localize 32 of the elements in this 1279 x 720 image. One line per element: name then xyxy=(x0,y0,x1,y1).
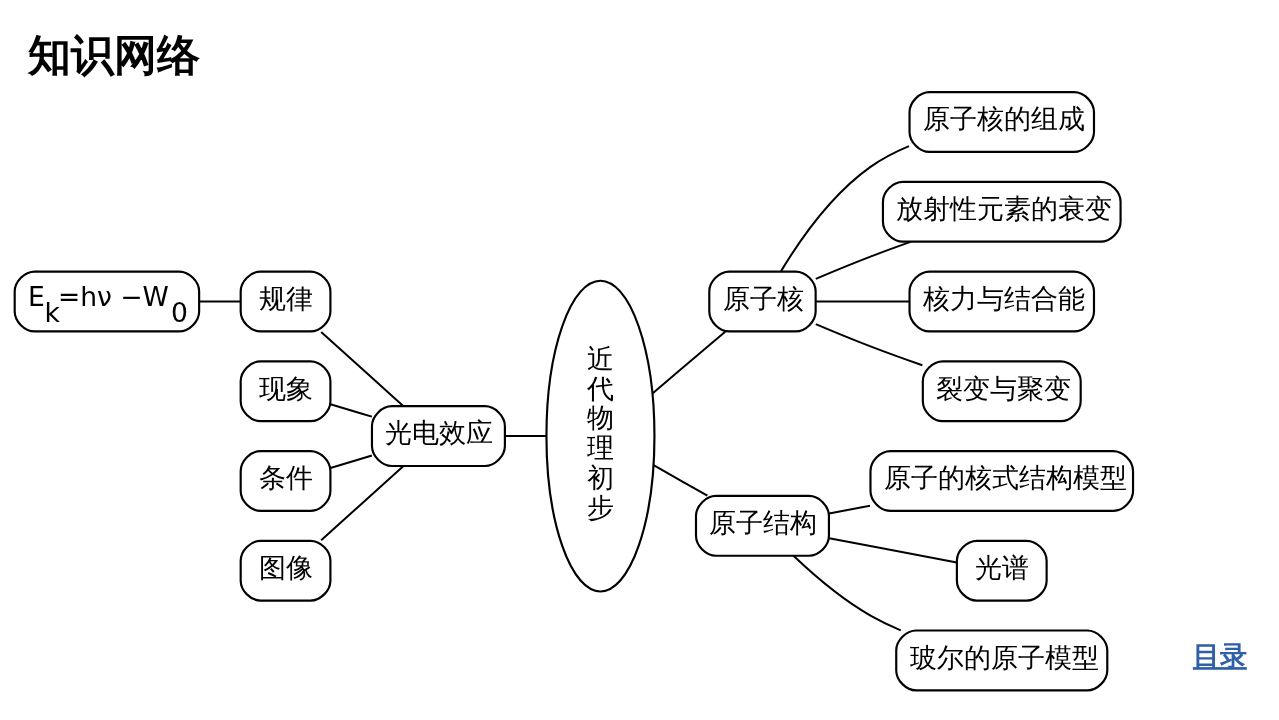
connector xyxy=(504,434,548,437)
node-box: 原子核的组成 xyxy=(908,90,1096,153)
node-box: 规律 xyxy=(239,270,332,332)
connector xyxy=(651,330,727,394)
connector xyxy=(828,536,958,563)
diagram-title: 知识网络 xyxy=(27,29,200,80)
label: 目录 xyxy=(1192,639,1247,671)
connector xyxy=(320,330,405,407)
connector xyxy=(828,504,872,514)
node-box: 裂变与聚变 xyxy=(921,359,1082,422)
node-box: 现象 xyxy=(239,359,332,422)
connector xyxy=(780,144,910,272)
node-box: 光谱 xyxy=(955,539,1048,602)
connector xyxy=(792,554,902,631)
connector xyxy=(329,402,373,418)
node-box: 原子核 xyxy=(708,270,817,332)
node-box: 原子结构 xyxy=(694,494,831,557)
connector xyxy=(320,464,405,541)
node-ellipse: 近代物理初步 xyxy=(545,279,656,593)
node-box: 核力与结合能 xyxy=(908,270,1096,332)
connector xyxy=(329,454,373,469)
node-box: 图像 xyxy=(239,539,332,602)
node-box: 光电效应 xyxy=(370,404,506,467)
connector xyxy=(652,463,709,497)
connector xyxy=(814,322,924,366)
node-box: 放射性元素的衰变 xyxy=(881,180,1122,243)
node-box: 条件 xyxy=(239,449,332,512)
node-box: 原子的核式结构模型 xyxy=(869,449,1135,512)
connector xyxy=(198,300,242,302)
connector xyxy=(814,240,912,280)
node-box: 玻尔的原子模型 xyxy=(895,628,1109,691)
connector xyxy=(814,300,911,302)
